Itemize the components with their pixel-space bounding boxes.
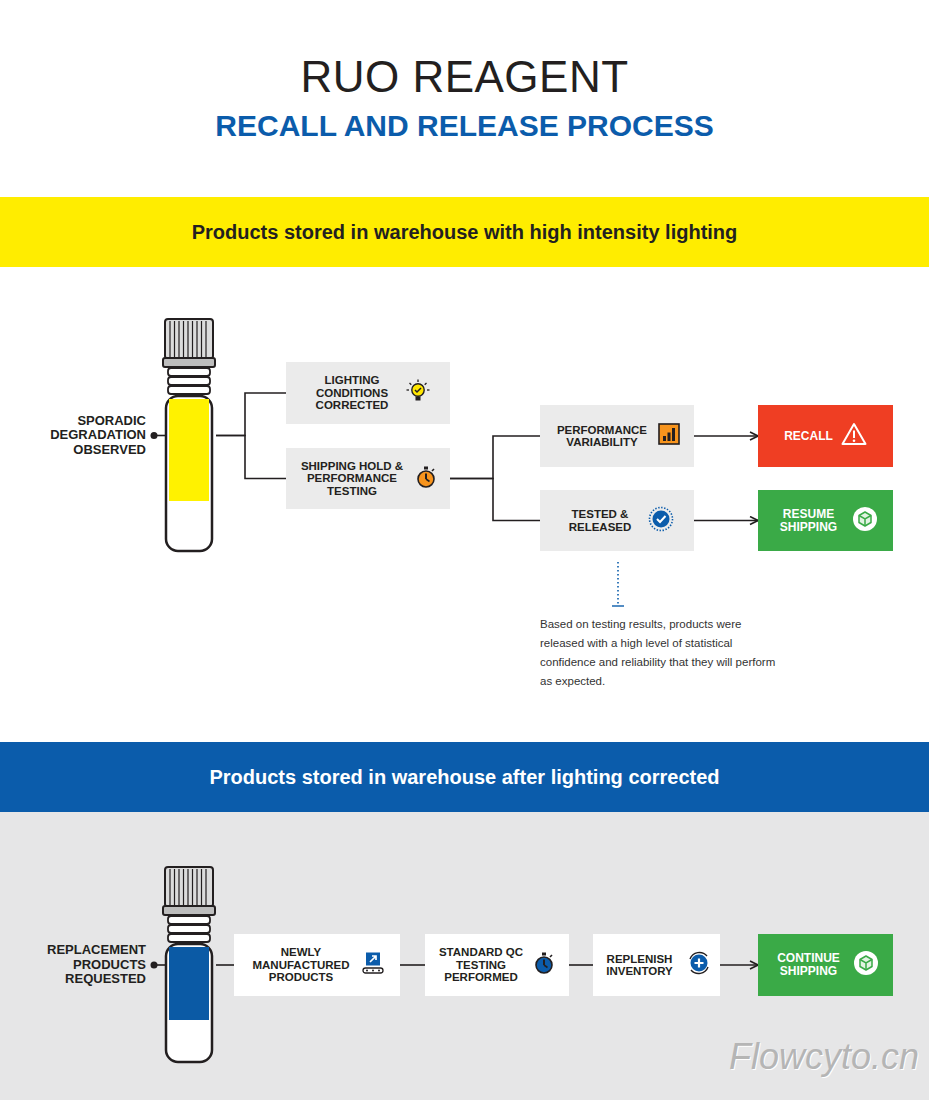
icon [853, 950, 879, 980]
watermark-text: Flowcyto.cn [729, 1036, 919, 1078]
connector [216, 436, 286, 479]
note-text: Based on testing results, products were … [540, 615, 778, 691]
node-text: STANDARD QC TESTING PERFORMED [439, 946, 524, 983]
icon [648, 506, 674, 536]
node-text: CONTINUE SHIPPING [773, 952, 845, 978]
connector [216, 393, 286, 436]
connector [569, 964, 593, 966]
icon [658, 423, 680, 449]
reagent-tube: SPORADIC DEGRADATION OBSERVED [20, 318, 216, 553]
outcome-box: CONTINUE SHIPPING [758, 934, 893, 996]
icon [361, 951, 385, 979]
outcome-box: RESUME SHIPPING [758, 490, 893, 551]
icon-graphic [361, 951, 385, 975]
node-text: LIGHTING CONDITIONS CORRECTED [306, 374, 398, 411]
connector [694, 520, 758, 522]
node-text: TESTED & RELEASED [560, 508, 640, 533]
icon [532, 951, 556, 979]
node-text: SPORADIC DEGRADATION OBSERVED [21, 414, 146, 458]
connector [450, 479, 540, 521]
process-box: STANDARD QC TESTING PERFORMED [425, 934, 569, 996]
node-text: NEWLY MANUFACTURED PRODUCTS [249, 946, 353, 983]
process-box: REPLENISH INVENTORY [593, 934, 720, 996]
icon [414, 465, 438, 493]
outcome-box: RECALL [758, 405, 893, 467]
icon-graphic [414, 465, 438, 489]
icon-graphic [406, 379, 430, 403]
node-text: REPLACEMENT PRODUCTS REQUESTED [21, 943, 146, 987]
process-box: SHIPPING HOLD & PERFORMANCE TESTING [286, 448, 450, 509]
leader-tick [612, 605, 624, 606]
connector [400, 964, 425, 966]
process-box: TESTED & RELEASED [540, 490, 694, 551]
connector [694, 435, 758, 437]
node-text: SHIPPING HOLD & PERFORMANCE TESTING [298, 460, 406, 497]
node-text: REPLENISH INVENTORY [601, 953, 678, 978]
node-text: RESUME SHIPPING [774, 508, 844, 534]
connector [720, 964, 758, 966]
icon-graphic [532, 951, 556, 975]
icon [406, 379, 430, 407]
icon [841, 422, 867, 450]
icon-graphic [852, 506, 878, 532]
node-text: PERFORMANCE VARIABILITY [554, 424, 650, 449]
icon-graphic [686, 950, 712, 976]
reagent-tube: REPLACEMENT PRODUCTS REQUESTED [20, 866, 216, 1064]
icon-graphic [658, 423, 680, 445]
icon-graphic [648, 506, 674, 532]
connector [450, 436, 540, 479]
subtitle-text: RECALL AND RELEASE PROCESS [0, 109, 929, 143]
leader-line [617, 562, 619, 604]
process-box: NEWLY MANUFACTURED PRODUCTS [234, 934, 400, 996]
icon [686, 950, 712, 980]
icon-graphic [841, 422, 867, 446]
connector [216, 964, 234, 966]
node-text: Products stored in warehouse after light… [209, 766, 719, 789]
icon-graphic [853, 950, 879, 976]
icon [852, 506, 878, 536]
section-band: Products stored in warehouse with high i… [0, 197, 929, 267]
title-text: RUO REAGENT [0, 52, 929, 102]
process-box: LIGHTING CONDITIONS CORRECTED [286, 362, 450, 424]
section-band: Products stored in warehouse after light… [0, 742, 929, 812]
node-text: Products stored in warehouse with high i… [192, 221, 738, 244]
process-box: PERFORMANCE VARIABILITY [540, 405, 694, 467]
node-text: RECALL [784, 430, 833, 443]
